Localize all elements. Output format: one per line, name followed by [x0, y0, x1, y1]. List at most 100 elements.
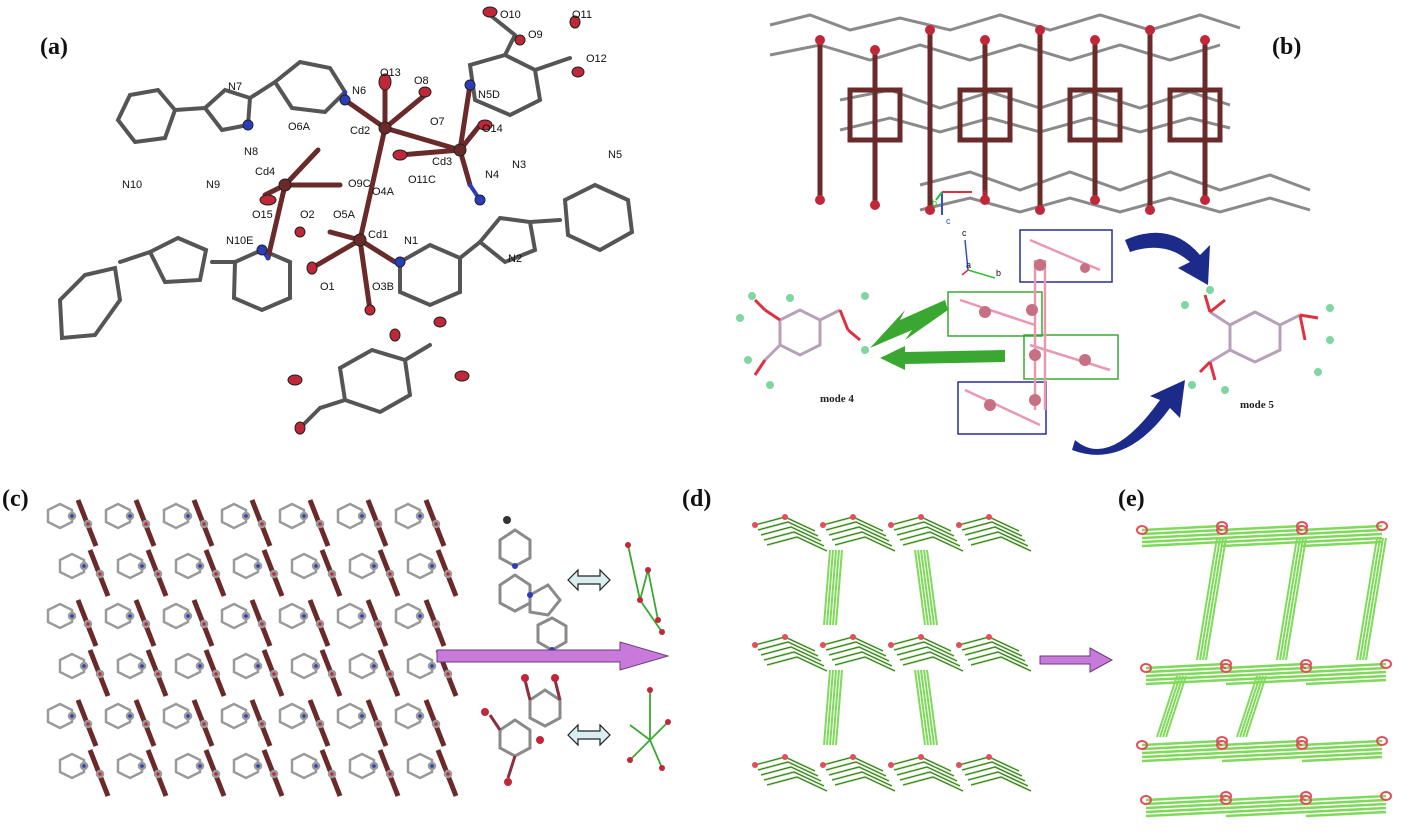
topology-vertical-edge — [1236, 675, 1258, 738]
network-edge-outline — [834, 656, 896, 672]
topology-edge — [1141, 755, 1223, 763]
lattice-nitrogen — [67, 711, 77, 721]
atom-label: N10 — [122, 179, 142, 191]
topology-edge — [1221, 524, 1303, 532]
topology-vertical-edge — [1202, 537, 1224, 661]
lattice-nitrogen — [183, 711, 193, 721]
lattice-oxygen — [373, 719, 383, 729]
atom-label: O6A — [288, 121, 311, 133]
lattice-oxygen — [153, 569, 163, 579]
topology-edge — [1141, 524, 1223, 532]
lattice-nitrogen — [79, 561, 89, 571]
network-node — [888, 762, 894, 768]
topology-edge — [1221, 751, 1303, 759]
topology-edge — [1301, 524, 1383, 532]
lattice-oxygen — [443, 569, 453, 579]
panel-label-b: (b) — [1272, 34, 1302, 60]
network-edge-outline — [763, 771, 825, 787]
network-node — [888, 522, 894, 528]
network-edge-outline — [899, 771, 961, 787]
lattice-ring — [46, 702, 74, 730]
lattice-ring — [278, 502, 306, 530]
network-edge-outline — [902, 656, 964, 672]
lattice-ring — [174, 552, 202, 580]
lattice-ring — [278, 602, 306, 630]
network-edge-outline — [834, 776, 896, 792]
topology-edge — [1141, 540, 1223, 548]
lattice-nitrogen — [125, 611, 135, 621]
topology-edge — [1301, 755, 1383, 763]
topology-edge — [1221, 532, 1303, 540]
network-edge-outline — [760, 526, 822, 542]
network-edge-outline — [766, 656, 828, 672]
network-edge-outline — [760, 646, 822, 662]
lattice-ring — [394, 702, 422, 730]
network-edge-outline — [831, 651, 893, 667]
topology-edge — [1145, 662, 1227, 670]
lattice-ring — [290, 552, 318, 580]
topology-vertical-edge — [1239, 675, 1261, 738]
atom-label: O3B — [372, 281, 394, 293]
network-edge-outline — [893, 641, 955, 657]
network-edge-outline — [896, 766, 958, 782]
topology-vertical-edge — [1279, 537, 1301, 661]
topology-vertical-edge — [1159, 675, 1181, 738]
lattice-oxygen — [385, 769, 395, 779]
lattice-nitrogen — [195, 561, 205, 571]
network-edge-outline — [757, 641, 819, 657]
atom-label: O14 — [482, 123, 503, 135]
atom-label: Cd1 — [368, 229, 388, 241]
panel-d-network — [752, 514, 1114, 792]
network-node — [752, 762, 758, 768]
network-node — [850, 754, 856, 760]
topology-edge — [1301, 743, 1383, 751]
network-node — [956, 522, 962, 528]
topology-node — [1140, 795, 1152, 805]
lattice-oxygen — [141, 719, 151, 729]
double-arrow-icon — [567, 568, 611, 747]
network-vertical-edge — [917, 549, 929, 626]
lattice-ring — [394, 602, 422, 630]
network-node — [986, 514, 992, 520]
lattice-nitrogen — [311, 761, 321, 771]
lattice-nitrogen — [415, 511, 425, 521]
lattice-nitrogen — [415, 711, 425, 721]
panel-label-a: (a) — [40, 34, 68, 60]
lattice-ring — [336, 702, 364, 730]
topology-edge — [1225, 670, 1307, 678]
lattice-oxygen — [95, 569, 105, 579]
topology-node — [1216, 740, 1228, 750]
lattice-ring — [104, 702, 132, 730]
lattice-nitrogen — [195, 661, 205, 671]
atom-label: N9 — [206, 179, 220, 191]
lattice-ring — [116, 552, 144, 580]
lattice-ring — [290, 752, 318, 780]
network-edge-outline — [766, 776, 828, 792]
topology-node — [1380, 791, 1392, 801]
network-edge-outline — [902, 536, 964, 552]
topology-edge — [1305, 802, 1387, 810]
network-edge-outline — [967, 771, 1029, 787]
atom-label: N5 — [608, 149, 622, 161]
lattice-ring — [46, 502, 74, 530]
topology-edge — [1141, 751, 1223, 759]
network-edge-outline — [970, 536, 1032, 552]
network-edge-outline — [967, 651, 1029, 667]
lattice-oxygen — [95, 669, 105, 679]
mode-5-label: mode 5 — [1240, 399, 1274, 411]
topology-edge — [1225, 798, 1307, 806]
lattice-nitrogen — [357, 511, 367, 521]
atom-label: O11 — [572, 9, 592, 21]
atom-label: N7 — [228, 81, 242, 93]
topology-edge — [1225, 662, 1307, 670]
topology-node — [1216, 525, 1228, 535]
lattice-nitrogen — [79, 761, 89, 771]
network-node — [986, 634, 992, 640]
network-edge-outline — [899, 531, 961, 547]
lattice-ring — [174, 652, 202, 680]
topology-edge — [1305, 806, 1387, 814]
topology-edge — [1145, 678, 1227, 686]
network-edge-outline — [828, 646, 890, 662]
atom-label: O11C — [408, 174, 436, 186]
lattice-oxygen — [211, 769, 221, 779]
